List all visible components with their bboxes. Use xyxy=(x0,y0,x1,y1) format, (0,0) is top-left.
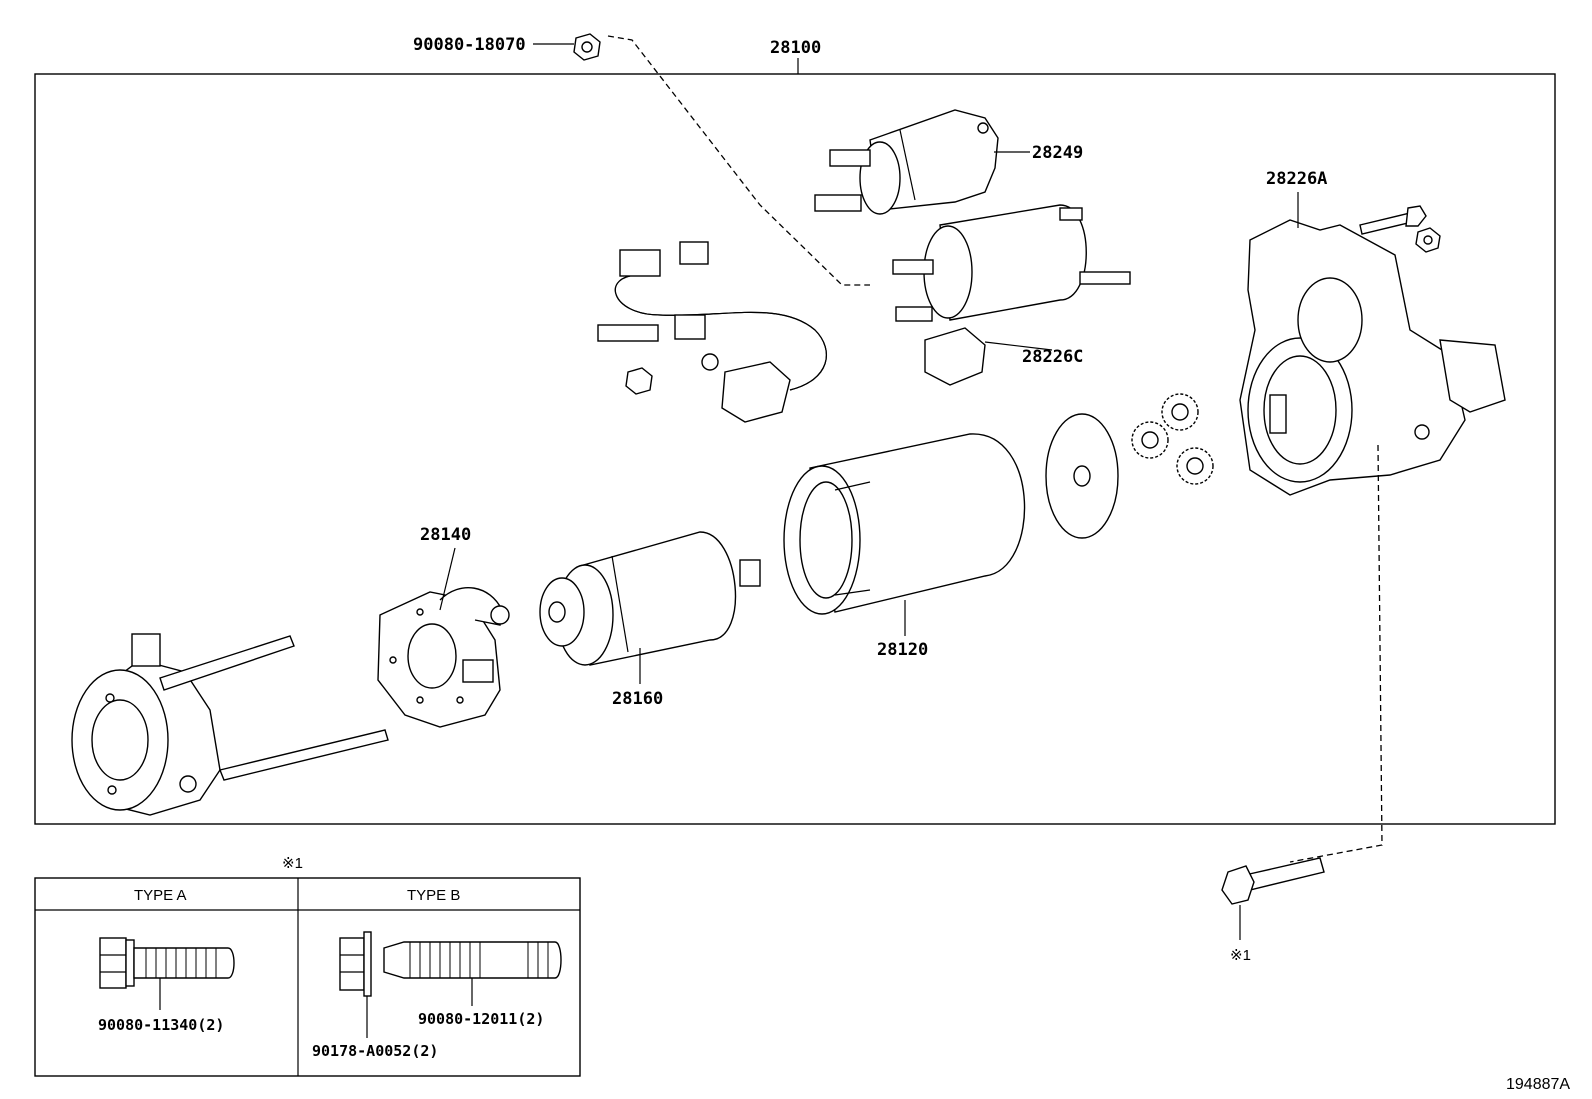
type-table xyxy=(34,877,581,1077)
brush-holder xyxy=(377,586,510,728)
lower-bolt-note: ※1 xyxy=(1230,947,1251,964)
type-table-note: ※1 xyxy=(282,855,303,872)
type-a-bolt xyxy=(99,937,235,989)
end-plate xyxy=(1045,413,1119,539)
motor-label: 28226C xyxy=(1022,347,1083,367)
assembly-part-label: 28100 xyxy=(770,38,821,58)
drive-housing-label: 28226A xyxy=(1266,169,1327,189)
brush-holder-label: 28140 xyxy=(420,525,471,545)
top-nut-label: 90080-18070 xyxy=(413,35,526,55)
type-a-part-label: 90080-11340(2) xyxy=(98,1016,224,1034)
lower-bolt xyxy=(1221,857,1325,905)
top-nut xyxy=(573,33,601,61)
type-b-header: TYPE B xyxy=(407,887,460,904)
figure-reference: 194887A xyxy=(1506,1076,1570,1093)
assembly-frame xyxy=(34,73,1556,825)
wire-harness xyxy=(597,241,827,423)
yoke-label: 28120 xyxy=(877,640,928,660)
type-b-bolt xyxy=(339,931,562,997)
housing-nut xyxy=(1415,227,1441,253)
solenoid-label: 28249 xyxy=(1032,143,1083,163)
planetary-gears xyxy=(1131,393,1214,485)
type-a-header: TYPE A xyxy=(134,887,187,904)
motor-leader xyxy=(984,341,1053,351)
end-frame xyxy=(71,633,389,816)
solenoid xyxy=(814,109,999,215)
armature-label: 28160 xyxy=(612,689,663,709)
type-b-bolt-label: 90080-12011(2) xyxy=(418,1010,544,1028)
motor xyxy=(892,204,1131,386)
housing-bolt xyxy=(1359,205,1427,235)
long-bolt-dash-line xyxy=(1289,444,1383,863)
drive-housing xyxy=(1239,219,1506,496)
type-b-washer-label: 90178-A0052(2) xyxy=(312,1042,438,1060)
armature xyxy=(539,531,761,666)
top-nut-dash-line xyxy=(607,35,870,286)
yoke xyxy=(783,433,1026,615)
brush-holder-leader xyxy=(439,547,456,611)
